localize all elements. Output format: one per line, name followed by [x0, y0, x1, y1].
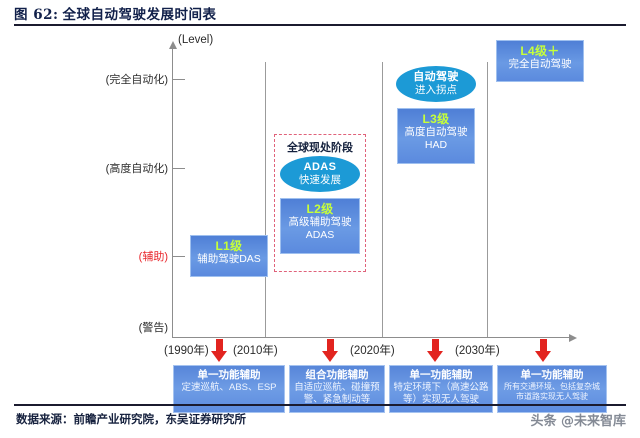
x-label-2020: (2020年): [350, 345, 395, 357]
level-code-l4: L4级＋: [520, 44, 560, 58]
level-box-l3[interactable]: L3级 高度自动驾驶 HAD: [397, 108, 475, 164]
x-axis-line: [172, 337, 570, 339]
x-axis-arrow-icon: [569, 333, 577, 342]
stage-heading-4: 单一功能辅助: [520, 369, 584, 381]
callout-autonomous-line2: 进入拐点: [415, 84, 457, 96]
y-tick-full-automation: [172, 79, 185, 81]
stage-box-2[interactable]: 组合功能辅助 自适应巡航、碰撞预警、紧急制动等: [289, 365, 385, 413]
x-label-2030: (2030年): [455, 345, 500, 357]
page-title: 图 62:全球自动驾驶发展时间表: [14, 3, 216, 23]
stage-arrow-3-icon: [426, 339, 444, 363]
gridline-2020: [382, 62, 384, 337]
level-name-l1: 辅助驾驶DAS: [197, 253, 261, 265]
stage-heading-1: 单一功能辅助: [197, 369, 261, 381]
callout-adas-line2: 快速发展: [299, 174, 341, 186]
level-code-l2: L2级: [306, 202, 334, 216]
y-label-full-automation: (完全自动化): [105, 74, 168, 86]
stage-arrow-2-icon: [321, 339, 339, 363]
level-box-l2[interactable]: L2级 高级辅助驾驶 ADAS: [280, 198, 360, 254]
level-name2-l3: HAD: [424, 139, 448, 151]
data-source: 数据来源：前瞻产业研究院，东吴证券研究所: [16, 412, 246, 426]
level-code-l1: L1级: [215, 239, 243, 253]
stage-detail-3: 特定环境下（高速公路等）实现无人驾驶: [393, 382, 489, 405]
stage-detail-4: 所有交通环境、包括复杂城市道路实现无人驾驶: [504, 382, 600, 401]
level-name-l2: 高级辅助驾驶: [288, 216, 352, 228]
watermark: 头条 @未来智库: [530, 414, 626, 429]
y-label-warning: (警告): [138, 322, 168, 334]
callout-adas-line1: ADAS: [303, 161, 337, 173]
level-box-l1[interactable]: L1级 辅助驾驶DAS: [190, 235, 268, 277]
x-label-1990: (1990年): [164, 345, 209, 357]
y-tick-assist: [172, 256, 185, 258]
callout-autonomous-line1: 自动驾驶: [413, 71, 459, 83]
stage-detail-1: 定速巡航、ABS、ESP: [181, 382, 277, 393]
y-label-assist: (辅助): [138, 251, 168, 263]
x-label-2010: (2010年): [233, 345, 278, 357]
stage-heading-3: 单一功能辅助: [409, 369, 473, 381]
stage-box-1[interactable]: 单一功能辅助 定速巡航、ABS、ESP: [173, 365, 285, 413]
y-tick-high-automation: [172, 168, 185, 170]
gridline-2010: [265, 62, 267, 337]
title-divider-top: [14, 24, 626, 26]
level-name-l3: 高度自动驾驶: [404, 126, 468, 138]
y-axis-arrow-icon: [168, 41, 177, 49]
stage-box-4[interactable]: 单一功能辅助 所有交通环境、包括复杂城市道路实现无人驾驶: [497, 365, 607, 413]
level-name-l4: 完全自动驾驶: [508, 58, 572, 70]
y-label-high-automation: (高度自动化): [105, 163, 168, 175]
stage-box-3[interactable]: 单一功能辅助 特定环境下（高速公路等）实现无人驾驶: [389, 365, 493, 413]
footer-divider: [14, 404, 626, 406]
y-axis-caption: (Level): [178, 34, 214, 46]
callout-adas[interactable]: ADAS 快速发展: [280, 156, 360, 192]
level-box-l4[interactable]: L4级＋ 完全自动驾驶: [496, 40, 584, 82]
figure-number: 图 62:: [14, 7, 59, 23]
stage-detail-2: 自适应巡航、碰撞预警、紧急制动等: [294, 382, 380, 405]
level-code-l3: L3级: [422, 112, 450, 126]
gridline-2030: [487, 62, 489, 337]
y-axis-line: [172, 48, 174, 338]
current-stage-label: 全球现处阶段: [287, 142, 353, 154]
level-name2-l2: ADAS: [305, 229, 335, 241]
callout-autonomous[interactable]: 自动驾驶 进入拐点: [396, 66, 476, 102]
stage-heading-2: 组合功能辅助: [305, 369, 369, 381]
stage-arrow-1-icon: [210, 339, 228, 363]
stage-arrow-4-icon: [534, 339, 552, 363]
chart-canvas: (Level) (完全自动化) (高度自动化) (辅助) (警告) (1990年…: [0, 26, 640, 413]
figure-title-text: 全球自动驾驶发展时间表: [62, 7, 217, 23]
